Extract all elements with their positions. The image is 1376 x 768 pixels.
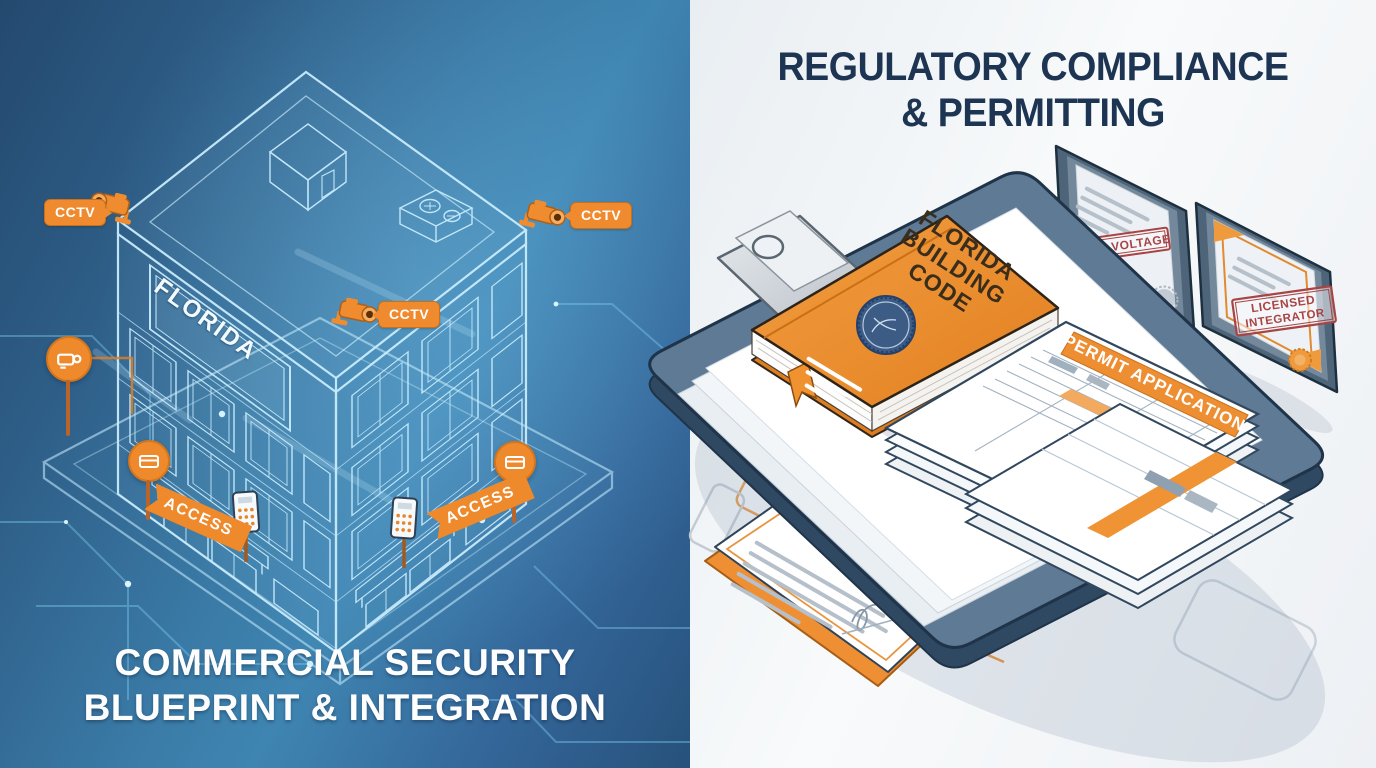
document-text-lines [730,540,888,634]
keycard-badge-icon [505,456,525,469]
cctv-camera-icon [519,199,566,228]
right-title-line2: & PERMITTING [901,91,1165,135]
cctv-label: CCTV [371,301,441,328]
cctv-camera-icon [331,297,378,326]
keycard-badge [128,440,170,482]
florida-building-code-book: FLORIDA BUILDING CODE [750,205,1074,438]
cctv-label: CCTV [563,202,633,229]
badge-post [66,380,70,436]
roof-hvac-unit [398,189,474,243]
fanned-forms-stack [963,402,1295,610]
certificate-text-lines [1071,186,1150,237]
right-title-line1: REGULATORY COMPLIANCE [777,45,1289,89]
building-windows-right-face [351,261,523,581]
book-cover-lines [804,356,863,402]
cctv-label: CCTV [44,199,113,226]
right-panel-title: REGULATORY COMPLIANCE & PERMITTING [711,44,1356,136]
left-title-line2: BLUEPRINT & INTEGRATION [83,687,607,729]
camera-badge-icon [57,353,82,369]
left-panel-title: COMMERCIAL SECURITY BLUEPRINT & INTEGRAT… [0,640,690,730]
form-accent-stripe [1087,452,1237,538]
camera-badge [46,336,92,382]
left-title-line1: COMMERCIAL SECURITY [114,642,576,683]
permit-header-band [1060,331,1249,438]
state-seal-icon [856,295,916,355]
keypad-icon [389,496,419,568]
licensed-integrator-stamp: LICENSED INTEGRATOR [1231,285,1337,337]
keycard-badge-icon [139,455,159,468]
roof-penthouse [268,123,348,212]
ground-platform [41,316,615,686]
blueprint-building-art [0,70,690,743]
badge-connector-line [92,356,134,414]
badge-post [146,480,150,520]
